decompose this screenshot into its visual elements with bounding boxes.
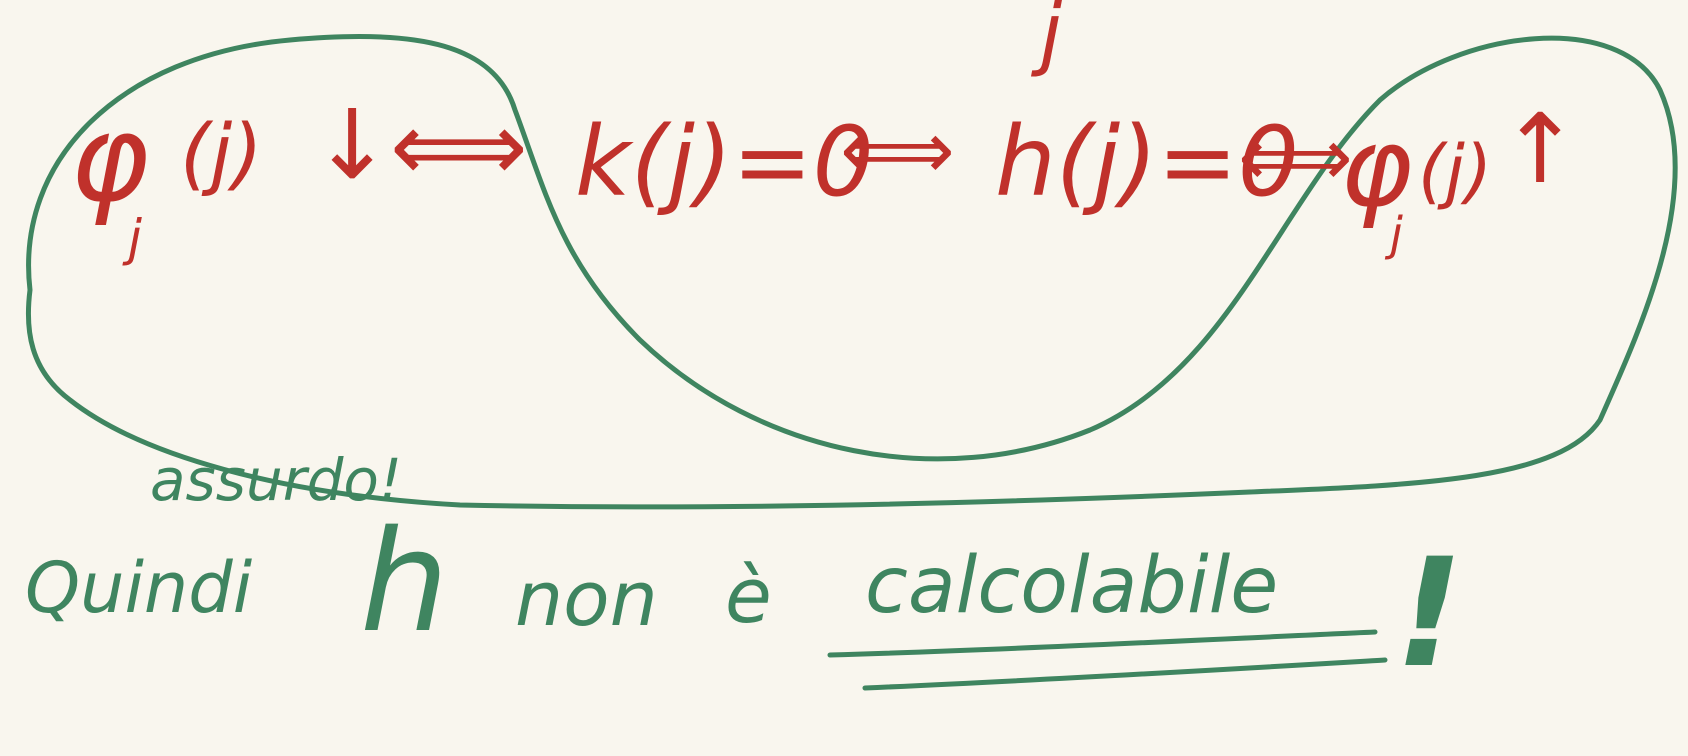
- phi-argument-left: (j): [180, 109, 263, 199]
- phi-symbol-left: φ: [70, 90, 149, 229]
- iff-arrow-1: ⟺: [390, 91, 528, 203]
- h-expression: h(j)=0: [995, 106, 1299, 218]
- iff-arrow-3: ⟺: [1238, 111, 1353, 204]
- green-loop-icon: [25, 33, 1678, 510]
- formula-line: j φ j (j) ↓ ⟺ k(j)=0 ⟺ h(j)=0 ⟺ φ j (j) …: [70, 0, 1580, 267]
- word-non: non: [515, 554, 658, 643]
- left-loop: [25, 33, 1678, 510]
- top-fragment: j: [1030, 0, 1063, 79]
- underline-2: [862, 657, 1388, 691]
- phi-symbol-right: φ: [1340, 103, 1413, 231]
- arrow-up-icon: ↑: [1500, 93, 1580, 205]
- word-quindi: Quindi: [25, 547, 253, 629]
- word-calcolabile: calcolabile: [865, 541, 1278, 631]
- symbol-h: h: [360, 501, 449, 664]
- conclusion-note: assurdo! Quindi h non è calcolabile !: [25, 446, 1463, 701]
- k-expression: k(j)=0: [575, 106, 874, 218]
- word-e: è: [725, 551, 772, 640]
- exclamation-mark: !: [1395, 527, 1463, 701]
- word-assurdo: assurdo!: [150, 446, 402, 514]
- underline-1: [827, 629, 1378, 658]
- arrow-down-icon: ↓: [312, 89, 392, 201]
- phi-argument-right: (j): [1418, 130, 1492, 212]
- underline-icon: [827, 629, 1388, 691]
- iff-arrow-2: ⟺: [840, 104, 955, 197]
